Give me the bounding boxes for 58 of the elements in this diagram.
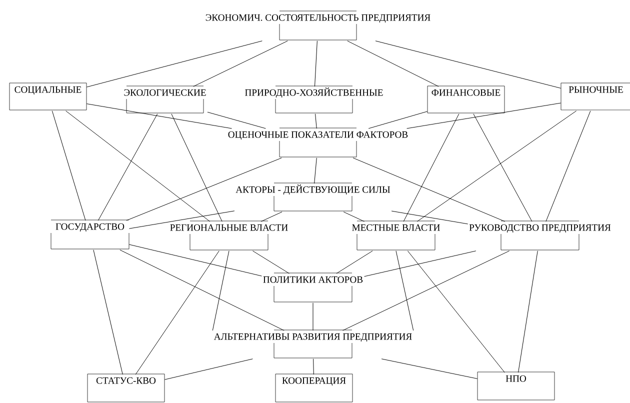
criterion-box: РУКОВОДСТВО ПРЕДПРИЯТИЯ	[469, 220, 611, 250]
connector-line	[98, 114, 158, 221]
connector-line	[120, 250, 284, 331]
criterion-box: МЕСТНЫЕ ВЛАСТИ	[352, 220, 440, 250]
connector-line	[193, 40, 288, 87]
connector-line	[212, 250, 230, 331]
connector-line	[381, 358, 478, 379]
connector-line	[546, 110, 591, 222]
criterion-box: ЭКОЛОГИЧЕСКИЕ	[124, 86, 206, 114]
connector-line	[135, 250, 220, 375]
connector-line	[86, 40, 262, 88]
connector-line	[347, 40, 439, 87]
connector-line	[93, 250, 123, 375]
connector-line	[368, 111, 428, 129]
criterion-box: ГОСУДАРСТВО	[50, 220, 130, 250]
connector-line	[313, 358, 314, 375]
connector-line	[315, 114, 317, 129]
connector-line	[407, 250, 505, 373]
connector-line	[518, 250, 538, 373]
connector-line	[260, 212, 282, 222]
criterion-box: РЕГИОНАЛЬНЫЕ ВЛАСТИ	[170, 220, 288, 250]
connector-line	[52, 110, 86, 221]
connector-line	[128, 244, 262, 276]
connector-line	[364, 250, 476, 277]
connector-line	[128, 210, 235, 229]
connector-line	[314, 158, 317, 184]
criterion-box: ПОЛИТИКИ АКТОРОВ	[263, 272, 363, 302]
connector-line	[403, 114, 460, 222]
criterion-box: ФИНАНСОВЫЕ	[427, 86, 505, 114]
connector-line	[336, 250, 373, 274]
connector-line	[473, 114, 532, 222]
connector-line	[343, 212, 365, 222]
connector-line	[352, 158, 506, 222]
connector-line	[66, 110, 210, 222]
criterion-box: РЫНОЧНЫЕ	[560, 82, 630, 110]
connector-line	[171, 114, 222, 222]
criterion-box: НПО	[477, 372, 555, 400]
connector-line	[126, 158, 282, 221]
connector-line	[314, 40, 318, 87]
connector-line	[416, 110, 577, 222]
connector-line	[396, 250, 414, 331]
criterion-box: КООПЕРАЦИЯ	[275, 374, 353, 402]
connector-line	[406, 102, 562, 129]
criterion-box: ПРИРОДНО-ХОЗЯЙСТВЕННЫЕ	[245, 86, 383, 114]
connector-line	[391, 210, 468, 224]
criterion-box: ЭКОНОМИЧ. СОСТОЯТЕЛЬНОСТЬ ПРЕДПРИЯТИЯ	[206, 10, 430, 40]
connector-line	[375, 40, 562, 88]
connector-line	[312, 302, 314, 331]
criterion-box: СОЦИАЛЬНЫЕ	[9, 82, 87, 110]
criterion-box: СТАТУС-КВО	[87, 374, 165, 402]
connector-line	[164, 358, 253, 380]
connector-line	[207, 112, 266, 129]
connector-line	[86, 104, 232, 129]
connector-line	[252, 250, 290, 274]
criterion-box: ОЦЕНОЧНЫЕ ПОКАЗАТЕЛИ ФАКТОРОВ	[228, 128, 408, 158]
connector-line	[342, 250, 510, 331]
criterion-box: АЛЬТЕРНАТИВЫ РАЗВИТИЯ ПРЕДПРИЯТИЯ	[214, 330, 412, 358]
criterion-box: АКТОРЫ - ДЕЙСТВУЮЩИЕ СИЛЫ	[236, 182, 390, 212]
